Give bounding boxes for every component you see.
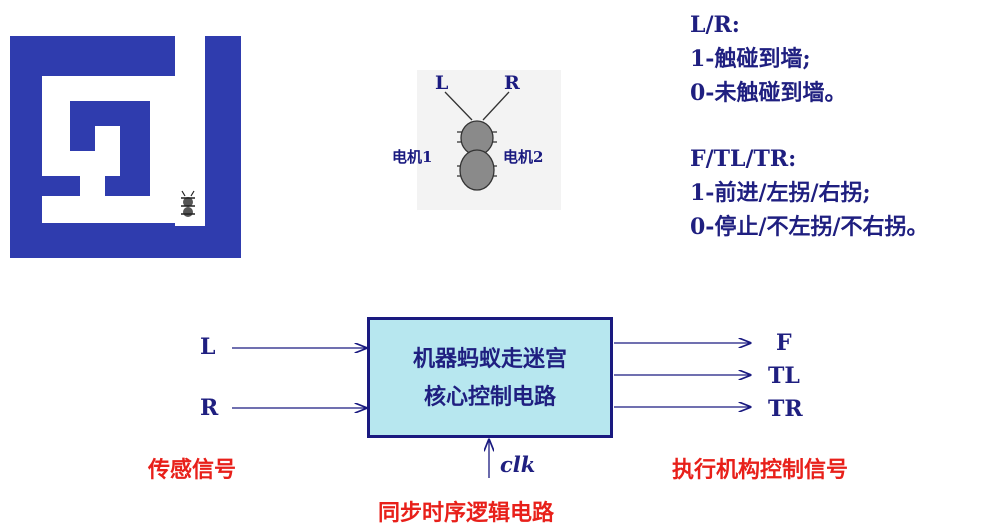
right-sensor-label: R bbox=[504, 72, 520, 94]
input-label-l: L bbox=[200, 334, 216, 360]
output-label-tr: TR bbox=[768, 396, 803, 422]
block-line2: 核心控制电路 bbox=[423, 383, 556, 410]
clock-label: clk bbox=[500, 452, 536, 477]
left-sensor-label: L bbox=[435, 72, 449, 94]
legend-ftltr-line1: 1-前进/左拐/右拐; bbox=[690, 180, 871, 206]
legend-ftltr-line2: 0-停止/不左拐/不右拐。 bbox=[690, 214, 929, 240]
sensor-caption: 传感信号 bbox=[148, 457, 237, 483]
legend-ftltr-title: F/TL/TR: bbox=[690, 146, 797, 172]
control-circuit-block: 机器蚂蚁走迷宫 核心控制电路 bbox=[367, 317, 613, 438]
maze-illustration bbox=[10, 36, 241, 258]
motor1-label: 电机1 bbox=[392, 148, 433, 166]
output-label-tl: TL bbox=[768, 363, 800, 389]
robot-ant-diagram bbox=[417, 70, 561, 210]
legend-ftltr: F/TL/TR: 1-前进/左拐/右拐; 0-停止/不左拐/不右拐。 bbox=[690, 142, 929, 244]
motor2-label: 电机2 bbox=[503, 148, 544, 166]
input-label-r: R bbox=[200, 395, 219, 421]
legend-lr-line1: 1-触碰到墙; bbox=[690, 46, 811, 72]
circuit-caption: 同步时序逻辑电路 bbox=[378, 500, 555, 526]
legend-lr-line2: 0-未触碰到墙。 bbox=[690, 80, 847, 106]
legend-lr: L/R: 1-触碰到墙; 0-未触碰到墙。 bbox=[690, 8, 846, 110]
legend-lr-title: L/R: bbox=[690, 12, 740, 38]
block-line1: 机器蚂蚁走迷宫 bbox=[412, 345, 567, 372]
actuator-caption: 执行机构控制信号 bbox=[672, 457, 849, 483]
ant-icon bbox=[181, 190, 195, 217]
output-label-f: F bbox=[776, 330, 792, 356]
